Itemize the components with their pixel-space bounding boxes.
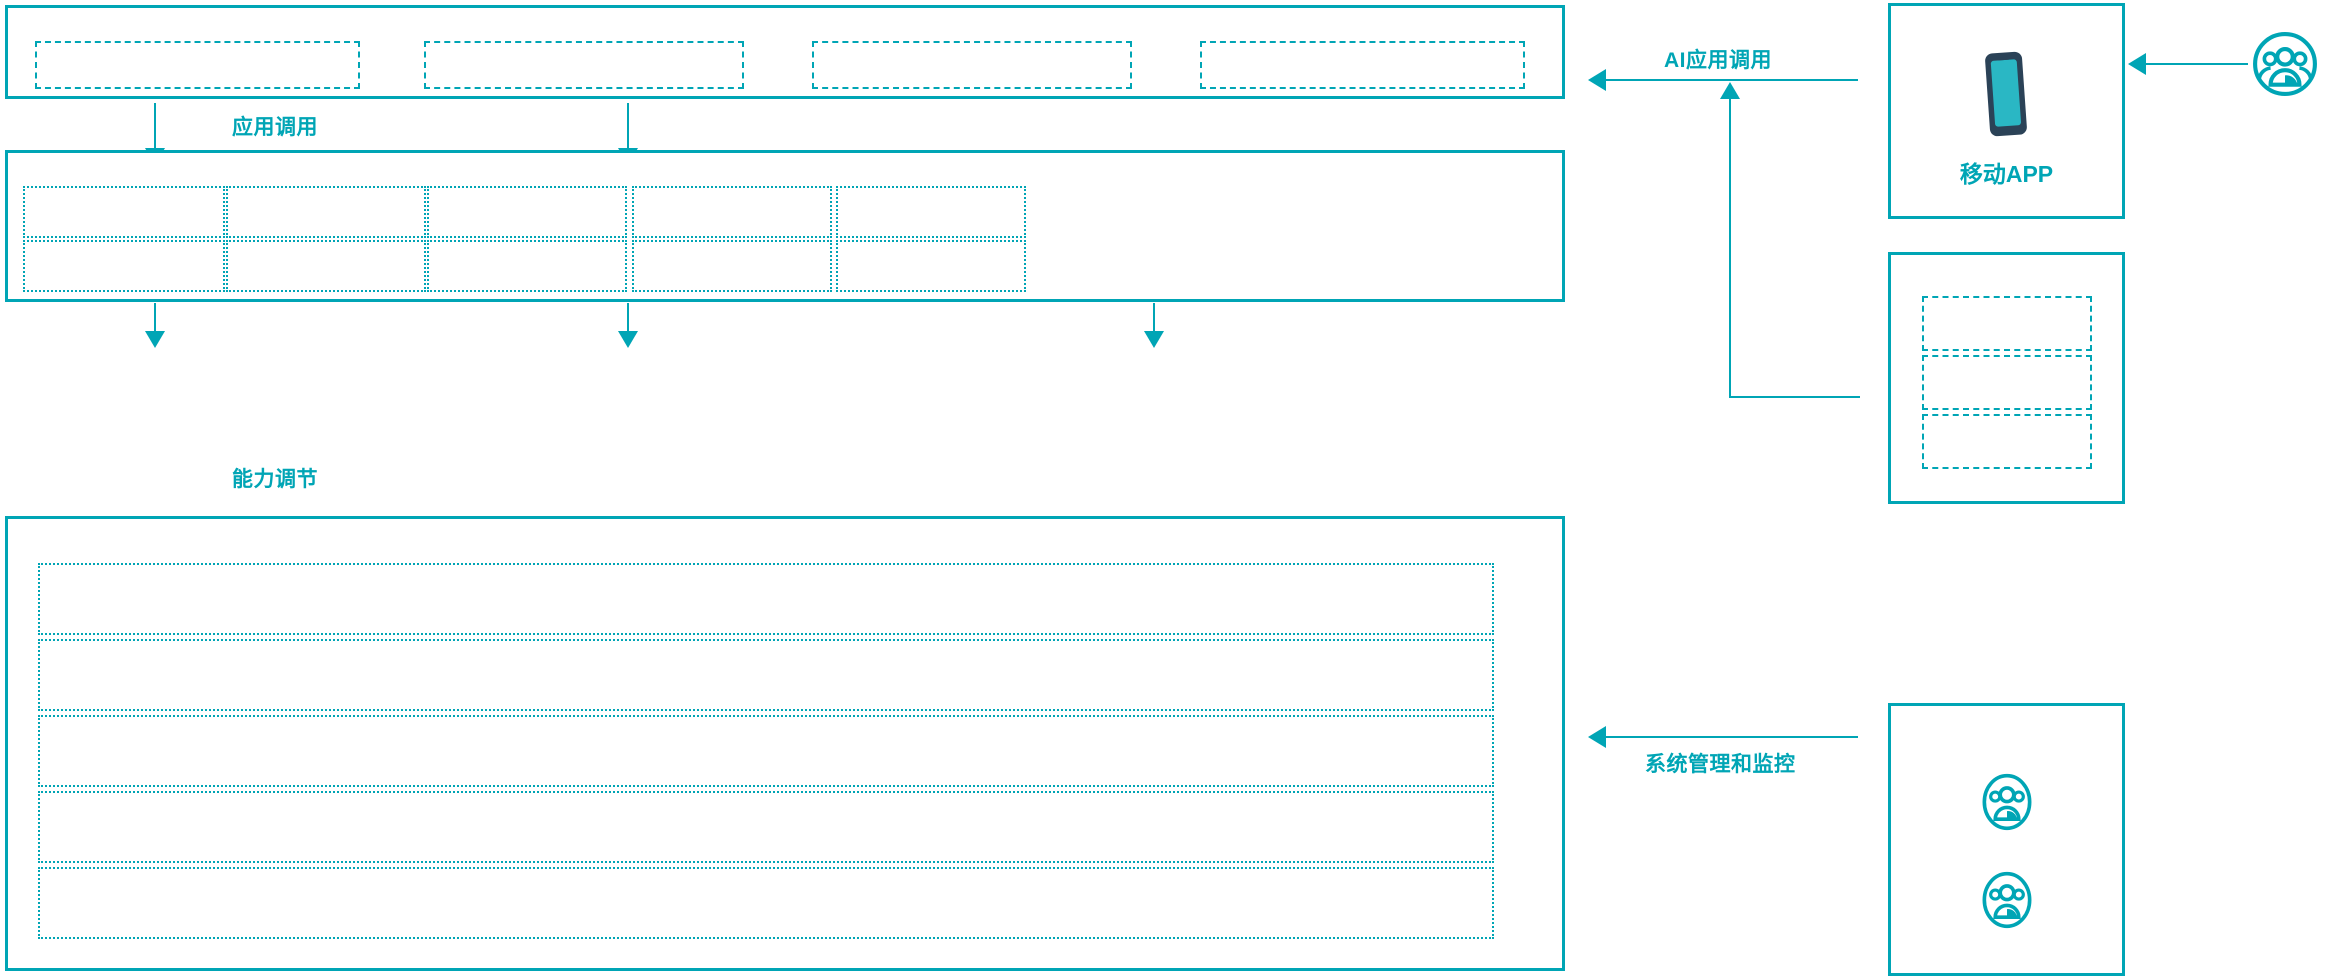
- capability-box-r2c5[interactable]: [836, 240, 1026, 292]
- capability-box-r2c3[interactable]: [427, 240, 627, 292]
- channel-box-3[interactable]: [1922, 414, 2092, 469]
- application-box-3[interactable]: [812, 41, 1132, 89]
- capability-box-r1c5[interactable]: [836, 186, 1026, 238]
- capability-box-r1c1[interactable]: [23, 186, 225, 238]
- capability-box-r1c2[interactable]: [226, 186, 426, 238]
- mobile-app-title: 移动APP: [1959, 161, 2054, 187]
- capability-adjust-arrow-3-head: [1144, 331, 1164, 348]
- application-box-1[interactable]: [35, 41, 360, 89]
- platform-row-1[interactable]: [38, 563, 1494, 635]
- platform-row-2[interactable]: [38, 639, 1494, 711]
- ai-app-invoke-label: AI应用调用: [1664, 49, 1772, 72]
- capability-box-r2c1[interactable]: [23, 240, 225, 292]
- channel-riser-shaft: [1729, 96, 1731, 398]
- capability-box-r2c2[interactable]: [226, 240, 426, 292]
- capability-box-r1c4[interactable]: [632, 186, 832, 238]
- platform-row-4[interactable]: [38, 791, 1494, 863]
- app-invoke-label: 应用调用: [232, 116, 318, 139]
- end-user-group-icon: [2252, 31, 2318, 97]
- capability-box-r2c4[interactable]: [632, 240, 832, 292]
- channel-box-1[interactable]: [1922, 296, 2092, 351]
- channel-riser-base: [1729, 396, 1860, 398]
- system-manage-label: 系统管理和监控: [1645, 753, 1796, 776]
- channel-panel: [1888, 252, 2125, 504]
- end-user-to-app-arrow-shaft: [2142, 63, 2248, 65]
- application-layer-container: [5, 5, 1565, 99]
- capability-adjust-arrow-1-shaft: [154, 303, 156, 345]
- operations-panel: [1888, 703, 2125, 976]
- capability-layer-container: [5, 150, 1565, 302]
- ai-app-invoke-arrow-shaft: [1605, 79, 1858, 81]
- platform-row-3[interactable]: [38, 715, 1494, 787]
- app-invoke-arrow-2-shaft: [627, 103, 629, 150]
- capability-adjust-label: 能力调节: [232, 468, 318, 491]
- ai-app-invoke-arrow-head: [1588, 69, 1606, 91]
- capability-adjust-arrow-2-shaft: [627, 303, 629, 345]
- capability-adjust-arrow-1-head: [145, 331, 165, 348]
- platform-layer-container: [5, 516, 1565, 971]
- application-box-2[interactable]: [424, 41, 744, 89]
- capability-adjust-arrow-2-head: [618, 331, 638, 348]
- mobile-phone-icon: [1975, 48, 2037, 140]
- channel-box-2[interactable]: [1922, 355, 2092, 410]
- capability-box-r1c3[interactable]: [427, 186, 627, 238]
- capability-adjust-arrow-3-shaft: [1153, 303, 1155, 345]
- platform-row-5[interactable]: [38, 867, 1494, 939]
- operations-user-group-icon-1: [1978, 773, 2036, 831]
- end-user-to-app-arrow-head: [2128, 53, 2146, 75]
- system-manage-arrow-head: [1588, 726, 1606, 748]
- operations-user-group-icon-2: [1978, 871, 2036, 929]
- application-box-4[interactable]: [1200, 41, 1525, 89]
- channel-riser-head: [1720, 82, 1740, 99]
- system-manage-arrow-shaft: [1605, 736, 1858, 738]
- app-invoke-arrow-1-shaft: [154, 103, 156, 150]
